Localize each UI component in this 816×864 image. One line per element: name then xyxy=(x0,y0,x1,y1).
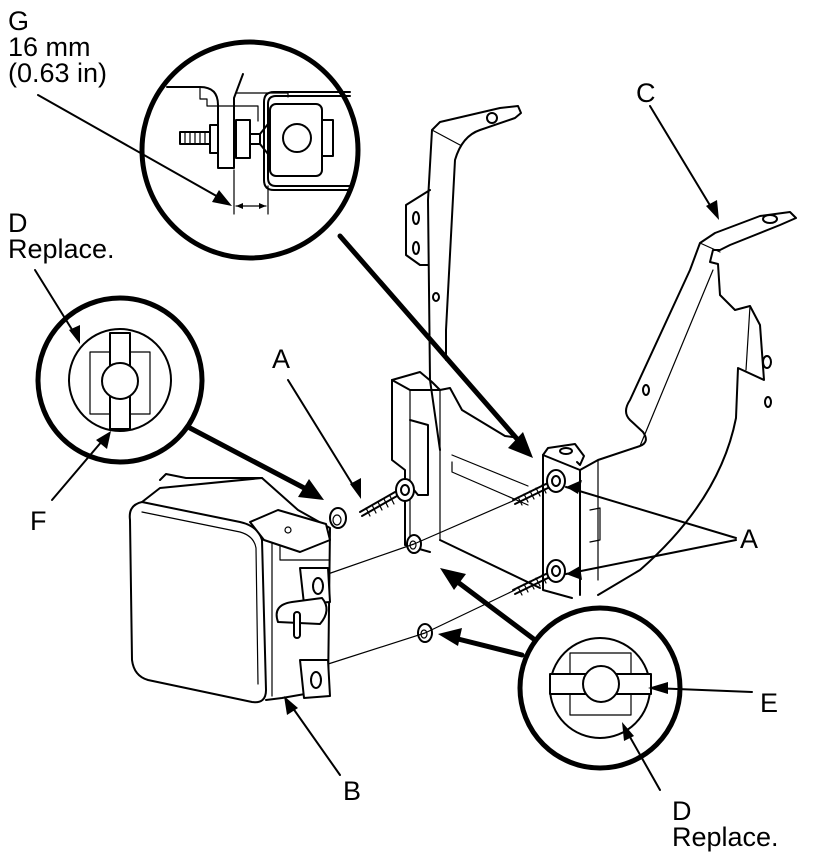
detail-view-nut-horizontal xyxy=(517,605,683,771)
mounting-bracket-c xyxy=(391,105,797,599)
bolt-a-2 xyxy=(512,469,566,506)
callout-g: G 16 mm (0.63 in) xyxy=(8,6,108,88)
callout-g-metric: 16 mm xyxy=(8,32,91,62)
leader-a-right-1 xyxy=(565,486,737,539)
clip-nut-1 xyxy=(329,507,347,529)
callout-d-right-letter: D xyxy=(672,796,692,826)
leader-a-top xyxy=(287,379,357,491)
leader-g xyxy=(37,94,221,199)
detail-right-pointer-arrow-2 xyxy=(451,635,525,658)
callout-g-imperial: (0.63 in) xyxy=(8,58,108,88)
callout-e: E xyxy=(760,688,779,718)
callout-a-right: A xyxy=(740,524,759,554)
bracket-tab-left xyxy=(405,189,431,266)
bolt-a-1 xyxy=(359,478,415,517)
leader-d-left xyxy=(34,269,77,337)
leader-e xyxy=(651,687,753,693)
detail-circle-g xyxy=(139,39,361,261)
callout-c: C xyxy=(636,78,656,108)
leader-c xyxy=(649,105,715,213)
bolt-a-3 xyxy=(512,559,566,596)
callout-d-right-note: Replace. xyxy=(672,822,779,852)
detail-view-nut-vertical xyxy=(35,295,205,465)
unit-top-plate xyxy=(249,509,331,553)
callout-d-left: D Replace. xyxy=(8,208,115,264)
callout-d-left-note: Replace. xyxy=(8,234,115,264)
clip-housing xyxy=(267,95,351,187)
leader-d-right xyxy=(625,729,661,791)
bracket-right-block xyxy=(542,454,573,599)
nut-hole xyxy=(282,123,312,153)
clip-nut xyxy=(269,103,323,177)
callout-d-left-letter: D xyxy=(8,208,28,238)
bracket-left-block xyxy=(391,379,431,553)
detail-circle-right xyxy=(517,605,683,771)
callout-g-letter: G xyxy=(8,6,30,36)
detail-view-g xyxy=(139,39,361,261)
arrowhead-g xyxy=(212,190,232,206)
callout-b: B xyxy=(343,776,362,806)
leader-f xyxy=(51,439,104,501)
control-unit-b xyxy=(128,473,331,704)
detail-right-pointer-arrow-1 xyxy=(452,577,538,643)
bracket-right-arm xyxy=(579,211,797,596)
unit-front-face xyxy=(128,501,267,704)
callout-a-top: A xyxy=(272,344,291,374)
callout-f: F xyxy=(30,506,47,536)
detail-left-pointer-arrow xyxy=(187,425,311,493)
leader-a-right-2 xyxy=(565,539,737,575)
detail-circle-left xyxy=(35,295,205,465)
callout-d-right: D Replace. xyxy=(672,796,779,852)
leader-b xyxy=(289,703,341,776)
bracket-plate xyxy=(166,73,244,169)
